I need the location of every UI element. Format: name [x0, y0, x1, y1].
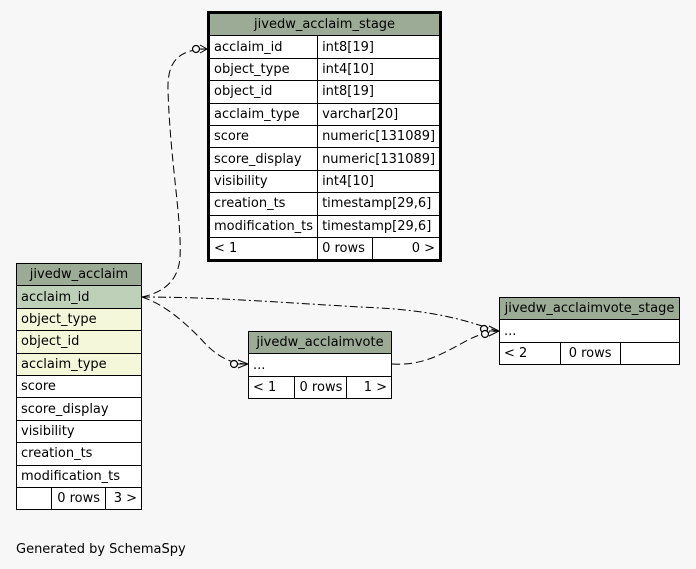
- column-type: varchar[20]: [317, 102, 442, 126]
- parents-count: [15, 486, 53, 511]
- column-type: int8[19]: [317, 35, 442, 59]
- crowfoot-vstage: [488, 325, 501, 337]
- parents-count: < 1: [207, 236, 318, 262]
- relation-acclaimvote-to-acclaimvote-stage: [391, 330, 498, 365]
- children-count: 0 >: [371, 236, 442, 262]
- relation-acclaim-to-stage: [141, 48, 206, 298]
- column-ellipsis: ...: [499, 319, 680, 343]
- table-title[interactable]: jivedw_acclaimvote_stage: [499, 296, 680, 321]
- column-name: visibility: [16, 419, 142, 444]
- relation-acclaim-to-acclaimvote-stage: [141, 296, 498, 332]
- generated-by-label: Generated by SchemaSpy: [16, 542, 186, 557]
- row-count: 0 rows: [559, 341, 621, 366]
- table-title[interactable]: jivedw_acclaimvote: [248, 330, 392, 355]
- column-name: modification_ts: [16, 464, 142, 488]
- table-title[interactable]: jivedw_acclaim_stage: [207, 11, 442, 37]
- column-foreign-key: object_id: [16, 330, 142, 354]
- column-foreign-key: object_type: [16, 307, 142, 332]
- parents-count: < 2: [499, 341, 561, 366]
- table-jivedw-acclaim[interactable]: jivedw_acclaim acclaim_id object_type ob…: [15, 262, 142, 511]
- row-count: 0 rows: [294, 375, 348, 400]
- table-jivedw-acclaimvote-stage[interactable]: jivedw_acclaimvote_stage ... < 2 0 rows: [499, 296, 681, 366]
- column-primary-key: acclaim_id: [16, 285, 142, 309]
- crowfoot-acclaimvote: [237, 359, 250, 369]
- column-name: visibility: [207, 169, 319, 194]
- relation-acclaim-to-acclaimvote: [141, 296, 247, 365]
- row-count: 0 rows: [51, 486, 107, 511]
- column-name: object_type: [207, 57, 319, 82]
- column-name: score_display: [207, 147, 319, 171]
- column-type: int4[10]: [317, 57, 442, 82]
- column-type: timestamp[29,6]: [317, 214, 442, 238]
- column-name: score: [16, 374, 142, 399]
- column-name: creation_ts: [207, 192, 319, 216]
- children-count: 3 >: [105, 486, 142, 511]
- column-ellipsis: ...: [248, 353, 392, 377]
- parents-count: < 1: [247, 375, 296, 400]
- crowfoot-circle-stage: [191, 44, 201, 54]
- column-type: int4[10]: [317, 169, 442, 194]
- column-name: score: [207, 124, 319, 149]
- column-type: numeric[131089]: [317, 147, 442, 171]
- column-name: acclaim_type: [207, 102, 319, 126]
- column-name: creation_ts: [16, 442, 142, 466]
- column-name: modification_ts: [207, 214, 319, 238]
- crowfoot-stage: [199, 44, 209, 54]
- column-name: acclaim_id: [207, 35, 319, 59]
- crowfoot-circle-acclaimvote: [229, 359, 239, 369]
- children-count: [619, 341, 681, 366]
- column-type: int8[19]: [317, 80, 442, 104]
- row-count: 0 rows: [317, 236, 373, 262]
- children-count: 1 >: [346, 375, 392, 400]
- column-type: numeric[131089]: [317, 124, 442, 149]
- column-name: object_id: [207, 80, 319, 104]
- table-jivedw-acclaimvote[interactable]: jivedw_acclaimvote ... < 1 0 rows 1 >: [247, 330, 392, 400]
- crowfoot-circle-vstage-2: [480, 329, 490, 339]
- table-title[interactable]: jivedw_acclaim: [16, 262, 142, 287]
- column-type: timestamp[29,6]: [317, 192, 442, 216]
- column-foreign-key: acclaim_type: [16, 352, 142, 376]
- column-name: score_display: [16, 397, 142, 421]
